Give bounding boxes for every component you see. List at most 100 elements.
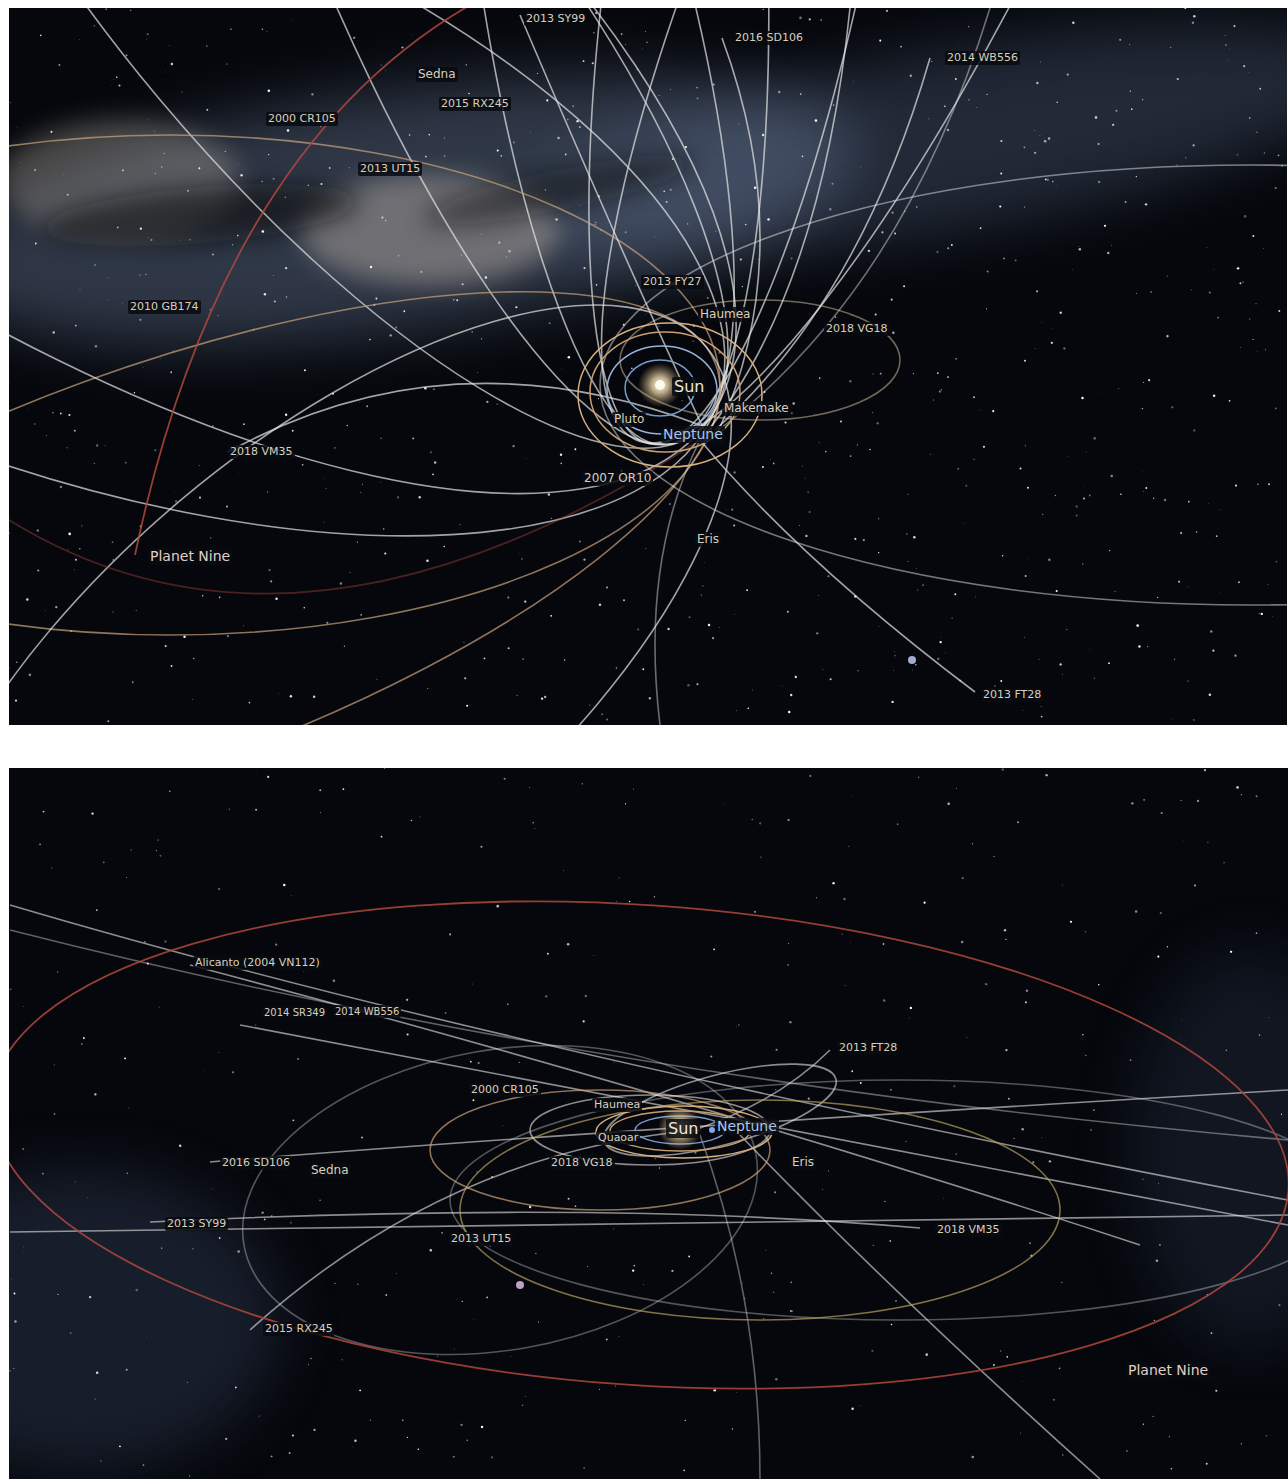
star-dot	[460, 1424, 462, 1426]
star-dot	[1024, 206, 1025, 207]
star-dot	[916, 206, 917, 207]
star-dot	[22, 1005, 24, 1007]
star-dot	[57, 971, 58, 972]
star-dot	[1237, 267, 1239, 269]
orbit-line	[620, 300, 900, 420]
star-dot	[229, 809, 231, 811]
star-dot	[249, 702, 251, 704]
star-dot	[893, 670, 895, 672]
star-dot	[219, 1052, 220, 1053]
star-dot	[418, 1448, 420, 1450]
star-dot	[271, 1455, 273, 1457]
star-dot	[270, 580, 272, 582]
star-dot	[94, 264, 96, 266]
star-dot	[736, 710, 738, 712]
star-dot	[1215, 1390, 1217, 1392]
star-dot	[192, 1248, 193, 1249]
star-dot	[352, 1446, 354, 1448]
star-dot	[384, 768, 385, 769]
star-dot	[619, 877, 620, 878]
star-dot	[738, 1024, 739, 1025]
star-dot	[1166, 335, 1168, 337]
star-dot	[972, 1456, 975, 1459]
star-dot	[1230, 951, 1232, 953]
sun-glow	[658, 1106, 702, 1150]
star-dot	[723, 803, 725, 805]
star-dot	[903, 285, 905, 287]
star-dot	[585, 995, 587, 997]
star-dot	[508, 250, 511, 253]
star-dot	[302, 464, 304, 466]
star-dot	[210, 537, 211, 538]
star-dot	[754, 186, 757, 189]
star-dot	[508, 647, 510, 649]
star-dot	[962, 877, 964, 879]
star-dot	[900, 46, 902, 48]
star-dot	[692, 340, 694, 342]
star-dot	[23, 1246, 25, 1248]
star-dot	[466, 705, 468, 707]
star-dot	[1218, 591, 1220, 593]
object-label: Sun	[672, 377, 706, 396]
star-dot	[568, 356, 571, 359]
star-dot	[232, 1071, 234, 1073]
star-dot	[268, 569, 270, 571]
star-dot	[240, 174, 242, 176]
star-dot	[631, 368, 633, 370]
star-dot	[532, 822, 534, 824]
star-dot	[1005, 939, 1006, 940]
star-dot	[1112, 124, 1114, 126]
star-dot	[9, 1370, 11, 1372]
star-dot	[547, 953, 549, 955]
star-dot	[785, 421, 787, 423]
object-label: 2013 FT28	[981, 688, 1043, 702]
star-dot	[148, 118, 150, 120]
star-dot	[1020, 1432, 1022, 1434]
star-dot	[715, 230, 717, 232]
object-label: Sun	[666, 1119, 700, 1138]
star-dot	[407, 1034, 409, 1036]
star-dot	[659, 1167, 660, 1168]
star-dot	[579, 205, 581, 207]
star-dot	[498, 242, 500, 244]
star-dot	[790, 1310, 791, 1311]
star-dot	[251, 1172, 253, 1174]
star-dot	[273, 178, 275, 180]
star-dot	[515, 306, 517, 308]
orbit-line	[718, 38, 760, 432]
star-dot	[360, 614, 362, 616]
star-dot	[1171, 406, 1173, 408]
star-dot	[343, 788, 345, 790]
star-dot	[897, 823, 899, 825]
star-dot	[828, 1170, 829, 1171]
star-dot	[634, 1265, 635, 1266]
star-dot	[1119, 39, 1121, 41]
star-dot	[165, 645, 167, 647]
star-dot	[883, 999, 885, 1001]
star-dot	[164, 940, 166, 942]
star-dot	[324, 522, 325, 523]
star-dot	[524, 600, 526, 602]
star-dot	[122, 303, 124, 305]
star-dot	[1040, 61, 1041, 62]
star-dot	[1090, 1129, 1092, 1131]
star-dot	[70, 1332, 72, 1334]
star-dot	[15, 700, 17, 702]
star-field	[9, 8, 1283, 722]
star-dot	[179, 1144, 181, 1146]
star-dot	[945, 652, 947, 654]
star-dot	[95, 345, 98, 348]
star-dot	[992, 410, 994, 412]
star-dot	[1085, 1055, 1086, 1056]
star-dot	[286, 296, 288, 298]
star-dot	[560, 453, 562, 455]
star-dot	[1024, 360, 1026, 362]
star-dot	[792, 402, 794, 404]
star-dot	[1142, 408, 1143, 409]
star-dot	[567, 119, 569, 121]
star-dot	[565, 154, 566, 155]
star-dot	[923, 902, 925, 904]
star-dot	[773, 1292, 774, 1293]
star-dot	[477, 371, 479, 373]
star-dot	[198, 465, 200, 467]
